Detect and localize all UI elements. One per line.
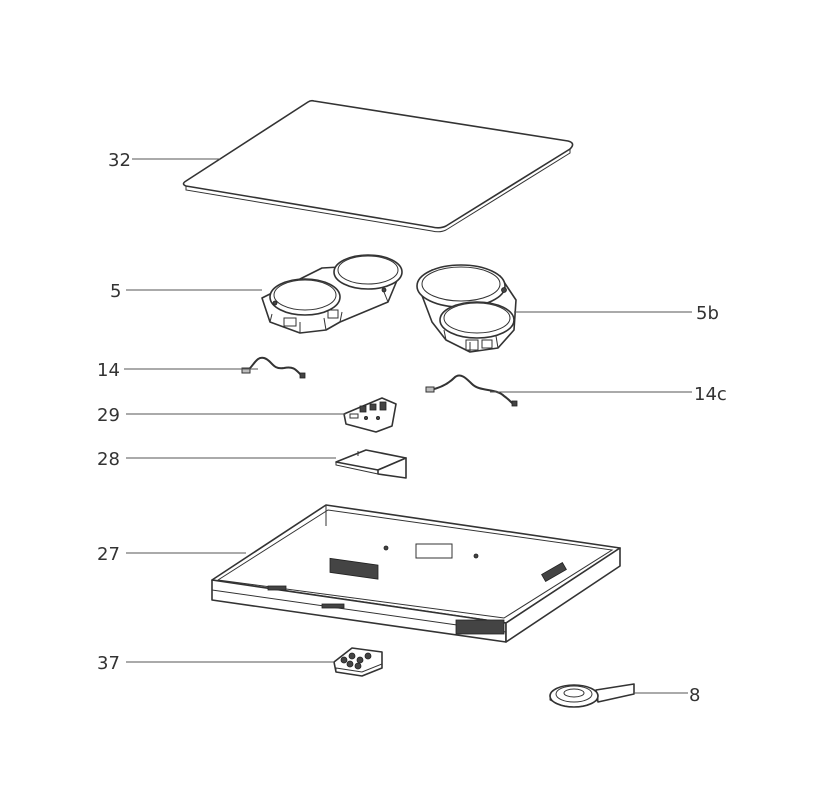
part-14-cable <box>241 356 306 379</box>
label-5: 5 <box>110 281 121 302</box>
part-27-bottom-tray <box>211 504 621 643</box>
part-14c-cable <box>425 374 518 407</box>
label-27: 27 <box>97 544 120 565</box>
label-14c: 14c <box>694 384 727 405</box>
label-29: 29 <box>97 405 120 426</box>
part-29-control-board <box>343 397 397 433</box>
part-8-seal-tape-roll <box>549 683 635 708</box>
part-5b-coil-assembly <box>416 264 517 353</box>
part-28-bracket <box>335 449 407 479</box>
part-32-glass-top <box>182 99 574 233</box>
part-37-terminal-block <box>333 647 383 677</box>
label-14: 14 <box>97 360 120 381</box>
label-32: 32 <box>108 150 131 171</box>
label-37: 37 <box>97 653 120 674</box>
tray-vent-left <box>329 557 379 580</box>
label-5b: 5b <box>696 303 719 324</box>
label-28: 28 <box>97 449 120 470</box>
label-8: 8 <box>689 685 700 706</box>
part-5-dual-coil <box>261 254 403 334</box>
